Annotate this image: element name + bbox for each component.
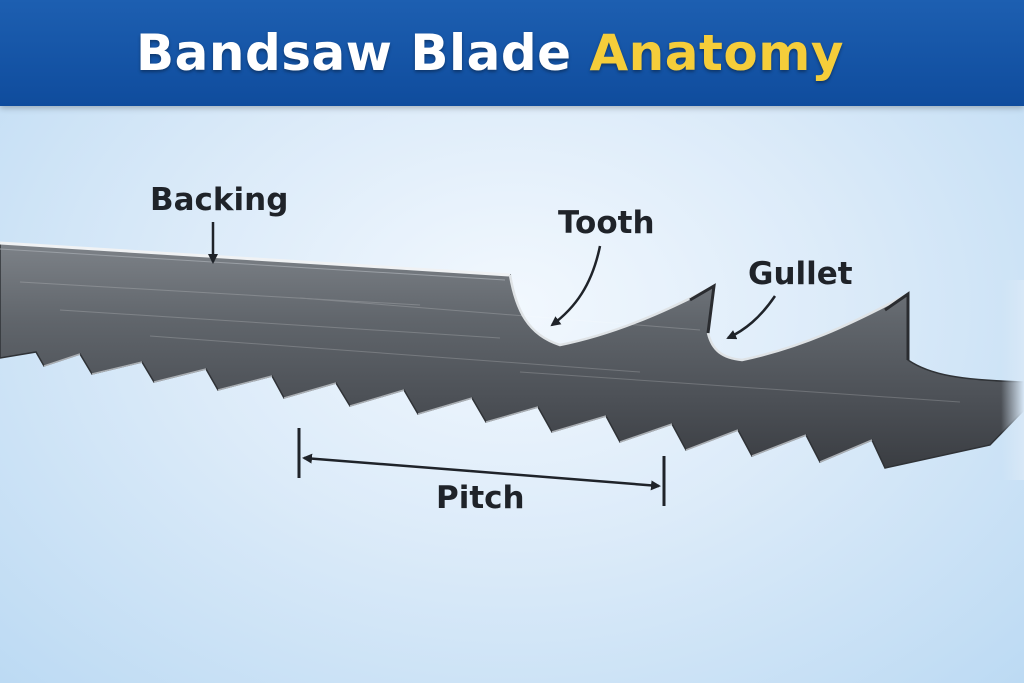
tooth-arrow xyxy=(552,246,600,325)
gullet-label: Gullet xyxy=(748,256,853,292)
pitch-label: Pitch xyxy=(436,480,525,516)
gullet-arrow xyxy=(728,296,775,338)
backing-label: Backing xyxy=(150,182,288,218)
pitch-arrow-left xyxy=(304,458,470,471)
tooth-label: Tooth xyxy=(558,205,655,241)
